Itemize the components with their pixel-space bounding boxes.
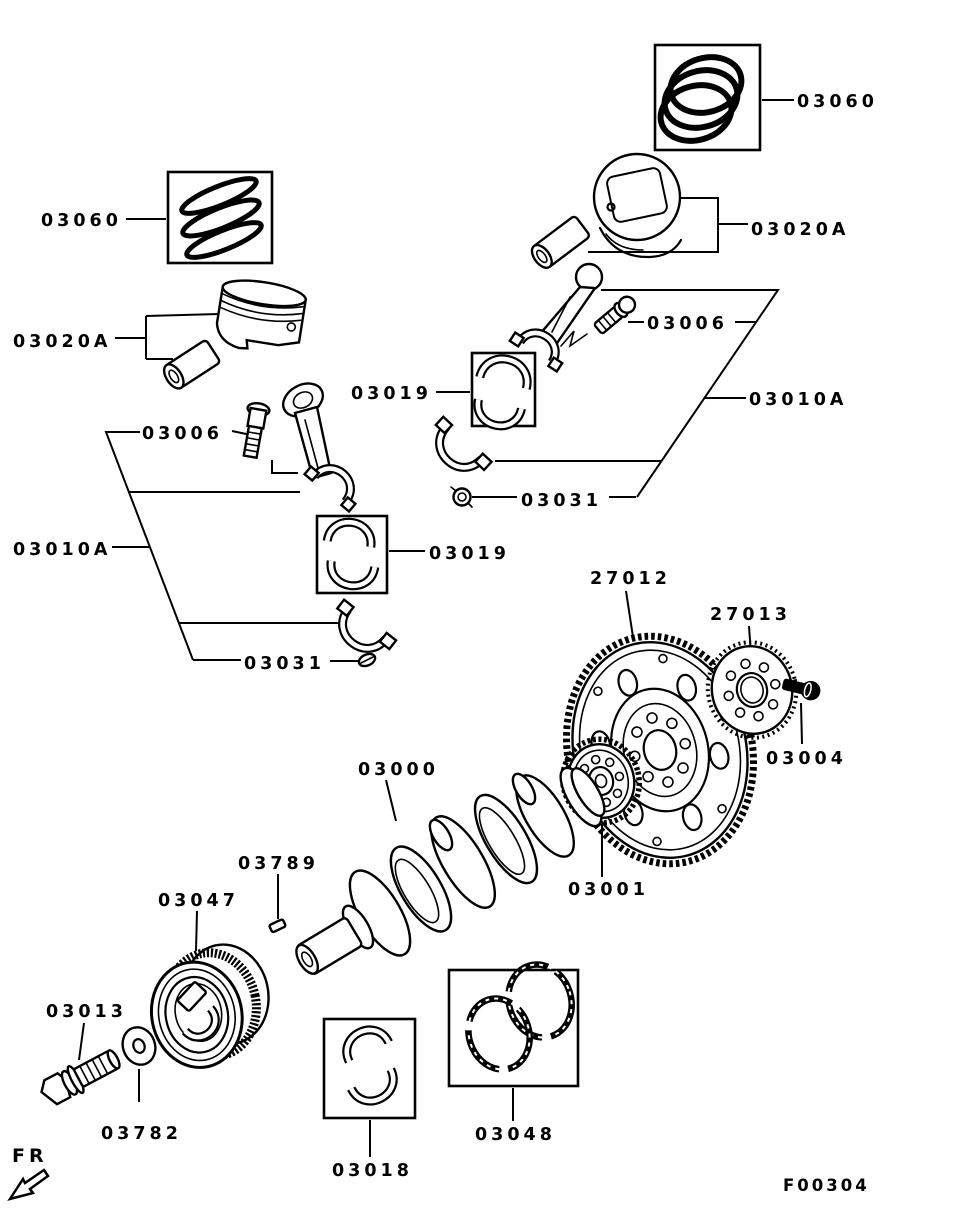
- ring-set-box-top: [653, 43, 762, 152]
- leader-lines: [78, 99, 803, 1157]
- piston-pin-left-illustration: [162, 339, 221, 390]
- connecting-rod-left-illustration: [281, 382, 358, 514]
- part-label-crankshaft[interactable]: 03000: [358, 760, 439, 780]
- thrust-rings-illustration: [465, 961, 575, 1073]
- woodruff-key-illustration: [268, 918, 287, 934]
- crankshaft-illustration: [295, 766, 606, 975]
- connecting-rod-right-illustration: [508, 262, 604, 374]
- rod-nut-right-illustration: [450, 486, 473, 508]
- part-label-washer[interactable]: 03782: [101, 1124, 182, 1144]
- part-label-flywheel-bolt[interactable]: 03004: [766, 749, 847, 769]
- part-label-pulley[interactable]: 03047: [158, 891, 239, 911]
- part-label-rod-bolt-left[interactable]: 03006: [142, 424, 223, 444]
- washer-illustration: [121, 1026, 157, 1066]
- bearing-cap-right-illustration: [434, 415, 494, 472]
- main-bearing-box: [322, 1017, 417, 1120]
- part-label-ring-set-left[interactable]: 03060: [41, 211, 122, 231]
- leader-line: [78, 1022, 85, 1061]
- bearing-cap-left-illustration: [335, 598, 398, 653]
- rod-bolt-left-illustration: [242, 401, 271, 460]
- pulley-illustration: [149, 943, 270, 1069]
- part-label-pulley-bolt[interactable]: 03013: [46, 1002, 127, 1022]
- piston-left-illustration: [215, 279, 308, 350]
- rod-bolt-right-illustration: [593, 295, 637, 335]
- figure-code: F00304: [783, 1176, 870, 1195]
- leader-line: [115, 313, 220, 360]
- part-label-rod-nut-right[interactable]: 03031: [521, 491, 602, 511]
- piston-ring-set-top-illustration: [657, 54, 745, 144]
- flywheel-bolt-illustration: [781, 678, 821, 701]
- leader-line: [271, 460, 298, 474]
- leader-line: [625, 590, 634, 638]
- part-label-thrust-rings[interactable]: 03048: [475, 1125, 556, 1145]
- part-label-rod-bearing-right[interactable]: 03019: [351, 384, 432, 404]
- rod-bearing-box-left: [315, 514, 389, 595]
- part-label-rod-assy-right[interactable]: 03010A: [749, 390, 847, 410]
- leader-line: [195, 910, 198, 952]
- leader-line: [800, 702, 803, 745]
- front-marker-label: FR: [12, 1145, 48, 1167]
- thrust-ring-box: [447, 968, 580, 1088]
- part-label-piston-kit-left[interactable]: 03020A: [13, 332, 111, 352]
- front-direction-arrow: [7, 1168, 50, 1202]
- rod-nut-left-illustration: [357, 652, 377, 668]
- piston-ring-set-left-illustration: [179, 176, 264, 260]
- part-label-flywheel[interactable]: 27012: [590, 569, 671, 589]
- part-label-rod-bolt-right[interactable]: 03006: [647, 314, 728, 334]
- part-label-main-bearing[interactable]: 03018: [332, 1161, 413, 1181]
- part-label-rod-nut-left[interactable]: 03031: [244, 654, 325, 674]
- ring-set-box-left: [166, 170, 274, 265]
- leader-line: [601, 289, 780, 498]
- leader-line: [193, 659, 358, 662]
- piston-right-illustration: [592, 152, 683, 259]
- leader-line: [104, 431, 194, 661]
- part-label-ring-set-top[interactable]: 03060: [797, 92, 878, 112]
- part-label-crank-gear[interactable]: 03001: [568, 880, 649, 900]
- rod-bearing-shells-left-illustration: [322, 517, 380, 591]
- main-bearing-shells-illustration: [342, 1025, 398, 1106]
- part-label-adapter-plate[interactable]: 27013: [710, 605, 791, 625]
- leader-line: [385, 779, 397, 822]
- rod-bearing-shells-right-illustration: [473, 354, 532, 431]
- part-label-piston-kit-right[interactable]: 03020A: [751, 220, 849, 240]
- piston-pin-right-illustration: [530, 215, 590, 269]
- part-label-rod-assy-left[interactable]: 03010A: [13, 540, 111, 560]
- pulley-bolt-illustration: [40, 1049, 121, 1106]
- part-label-rod-bearing-left[interactable]: 03019: [429, 544, 510, 564]
- part-label-key[interactable]: 03789: [238, 854, 319, 874]
